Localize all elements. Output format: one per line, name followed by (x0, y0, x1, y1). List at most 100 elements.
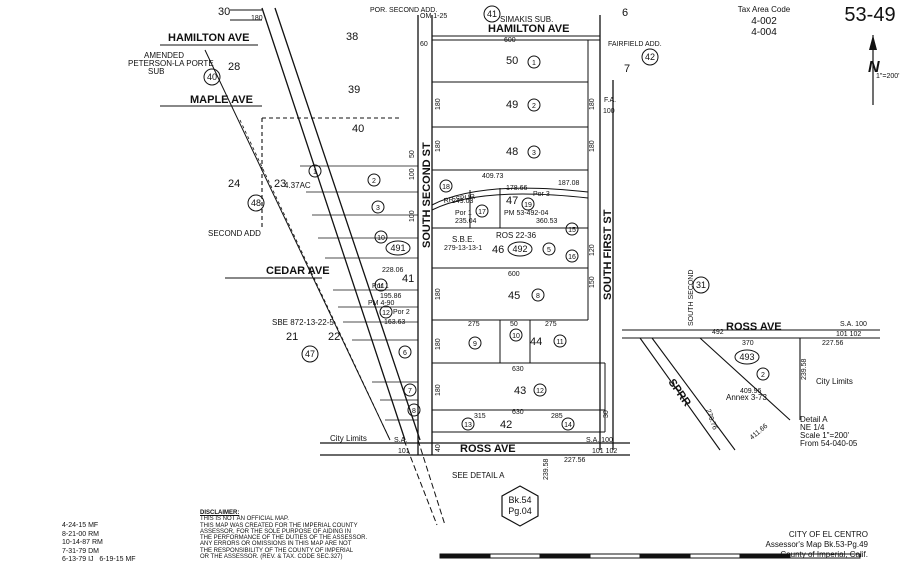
sbe-mid-label: S.B.E. (452, 235, 475, 244)
parcel-14: 14 (564, 422, 572, 429)
dim-630-a: 630 (512, 366, 524, 373)
block-38: 38 (346, 31, 358, 43)
dim-50-a: 50 (409, 150, 416, 158)
parcel-12b: 12 (382, 310, 390, 317)
parcel-1b: 1 (313, 169, 317, 176)
footer-county: County of Imperial, Calif. (780, 550, 868, 559)
dim-100-b: 100 (409, 210, 416, 222)
block-42: 42 (500, 419, 512, 431)
parcel-2a: 2 (532, 103, 536, 110)
parcel-10a: 10 (377, 235, 385, 242)
parcel-16: 16 (568, 254, 576, 261)
sa-right-bottom: 101 102 (836, 331, 861, 338)
disclaimer-line-3: ASSESSOR, FOR THE SOLE PURPOSE OF AIDING… (200, 528, 351, 535)
dim-285: 285 (551, 413, 563, 420)
sbe-mid-number: 279-13-13-1 (444, 245, 482, 252)
parcel-18: 18 (442, 184, 450, 191)
south-first-street (599, 15, 614, 450)
dim-180-c: 180 (589, 140, 596, 152)
dim-227-right: 227.56 (822, 340, 844, 347)
north-arrow-icon: N 1"=200' (868, 35, 899, 105)
block-30: 30 (218, 6, 230, 18)
por1b-label: Por 1 (372, 283, 389, 290)
dim-239-bottom: 239.58 (543, 458, 550, 480)
tax-area-label: Tax Area Code (738, 5, 791, 14)
block-28: 28 (228, 61, 240, 73)
dim-187: 187.08 (558, 180, 580, 187)
revision-dates: 4-24-15 MF 8-21-00 RM 10-14-87 RM 7-31-7… (62, 522, 136, 565)
revision-2: 8-21-00 RM (62, 530, 99, 538)
circle-40: 40 (207, 72, 217, 82)
block-50: 50 (506, 55, 518, 67)
sa-bottom-bottom: 101 102 (592, 448, 617, 455)
disclaimer-line-1: THIS IS NOT AN OFFICIAL MAP. (200, 516, 289, 523)
peterson-label: PETERSON-LA PORTE (128, 59, 214, 68)
dim-120: 120 (589, 244, 596, 256)
dim-180-b: 180 (435, 140, 442, 152)
city-limits-left: City Limits (330, 434, 367, 443)
tax-code-1: 4-002 (751, 16, 777, 27)
dim-40: 40 (435, 444, 442, 452)
detail-scale: Scale 1"=200' (800, 431, 850, 440)
dim-228: 228.06 (382, 267, 404, 274)
parcel-2b: 2 (372, 178, 376, 185)
parcel-6: 6 (403, 350, 407, 357)
por2-label: Por 2 (393, 309, 410, 316)
fairfield-label: FAIRFIELD ADD. (608, 41, 662, 48)
dim-492: 492 (712, 329, 724, 336)
detail-ne: NE 1/4 (800, 423, 825, 432)
scale-bar (439, 553, 861, 559)
tax-code-2: 4-004 (751, 27, 777, 38)
dim-180-e: 180 (435, 288, 442, 300)
footer-map-ref: Assessor's Map Bk.53-Pg.49 (765, 540, 868, 549)
block-7: 7 (624, 63, 630, 75)
dim-239-right: 239.58 (801, 358, 808, 380)
disclaimer-heading: DISCLAIMER: (200, 510, 240, 516)
street-south-second: SOUTH SECOND ST (421, 142, 433, 248)
dim-150: 150 (589, 276, 596, 288)
parcel-11a: 11 (556, 339, 563, 346)
dim-600-top: 600 (504, 37, 516, 44)
parcel-13: 13 (464, 422, 472, 429)
dim-630-b: 630 (512, 409, 524, 416)
simakis-label: SIMAKIS SUB. (500, 15, 553, 24)
disclaimer-line-5: ANY ERRORS OR OMISSIONS IN THIS MAP ARE … (200, 541, 352, 548)
parcel-15: 15 (568, 227, 576, 234)
block-48: 48 (506, 146, 518, 158)
street-ross-bottom: ROSS AVE (460, 443, 516, 455)
second-add-label: SECOND ADD (208, 229, 261, 238)
por3-label: Por 3 (533, 191, 550, 198)
parcel-9: 9 (473, 341, 477, 348)
dim-180-top: 180 (251, 15, 263, 22)
circle-491: 491 (390, 243, 405, 253)
book-badge: Bk.54 Pg.04 (501, 485, 539, 527)
rr-spur-label: RR SPUR (443, 194, 475, 205)
ross-ave-right (622, 329, 880, 451)
block-44: 44 (530, 336, 542, 348)
dim-60: 60 (420, 41, 428, 48)
block-40: 40 (352, 123, 364, 135)
block-6: 6 (622, 7, 628, 19)
dim-600-mid: 600 (508, 271, 520, 278)
dim-409-right: 409.96 (740, 388, 762, 395)
parcel-7: 7 (408, 388, 412, 395)
block-46: 46 (492, 244, 504, 256)
dim-180-g: 180 (435, 384, 442, 396)
block-lines (431, 35, 606, 433)
acreage-label: 4.37AC (284, 181, 311, 190)
disclaimer-line-7: OR THE ASSESSOR. (REV. & TAX. CODE SEC.3… (200, 554, 343, 561)
block-39: 39 (348, 84, 360, 96)
pm-top-label: PM 53-492-04 (504, 210, 548, 217)
circled-labels (203, 5, 770, 431)
parcel-8a: 8 (412, 408, 416, 415)
ross-ave-bottom (320, 442, 630, 456)
por1-label: Por 1 (455, 210, 472, 217)
amended-label: AMENDED (144, 51, 184, 60)
dim-195: 195.86 (380, 293, 402, 300)
disclaimer-line-4: THE PERFORMANCE OF THE DUTIES OF THE ASS… (200, 535, 368, 542)
dim-180-f: 180 (435, 338, 442, 350)
dim-409: 409.73 (482, 173, 504, 180)
circle-41: 41 (487, 9, 497, 19)
north-label: N (868, 59, 880, 76)
